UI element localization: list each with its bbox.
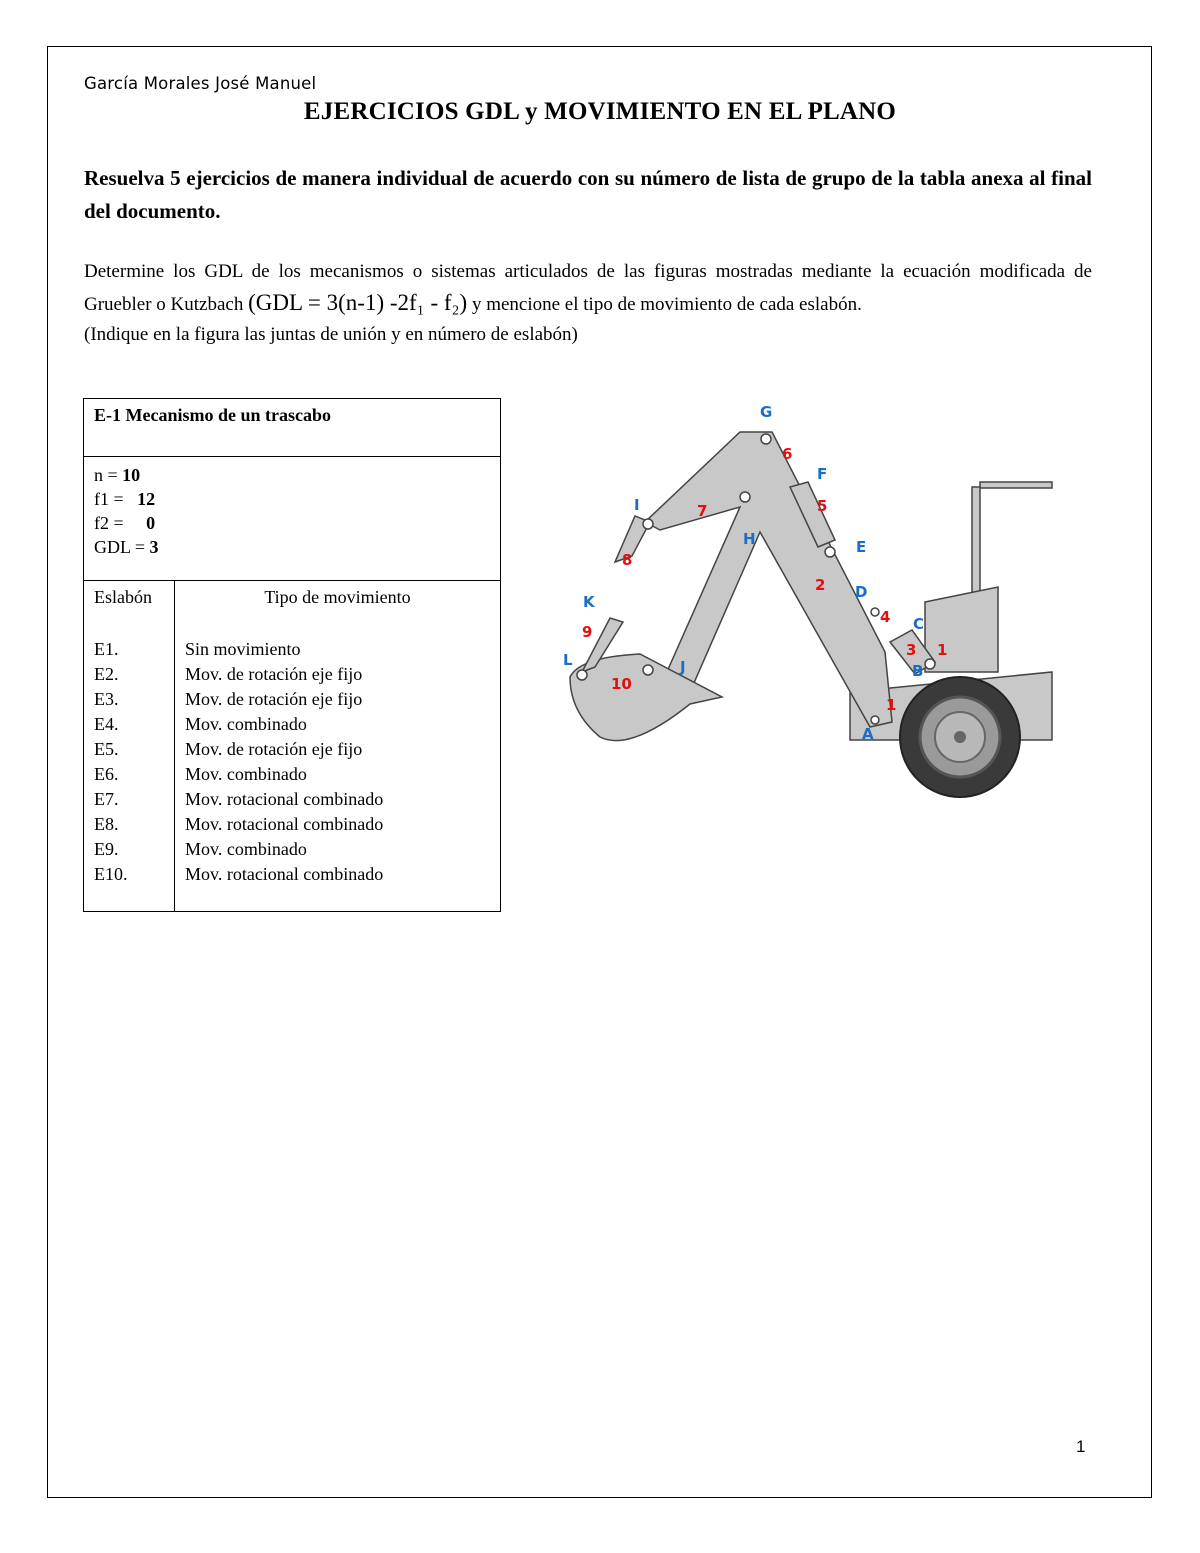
gdl-value: 3: [149, 537, 159, 557]
motion-cell: Mov. combinado: [185, 764, 307, 784]
joint-label: A: [862, 725, 874, 743]
motion-cell: Mov. de rotación eje fijo: [185, 689, 363, 709]
motion-cell: Mov. rotacional combinado: [185, 814, 384, 834]
n-value: 10: [122, 465, 141, 485]
joint-label: I: [634, 496, 640, 514]
page-number: 1: [1076, 1437, 1086, 1456]
canopy-post: [971, 486, 981, 603]
motion-cell: Sin movimiento: [185, 639, 301, 659]
page-title: EJERCICIOS GDL y MOVIMIENTO EN EL PLANO: [303, 98, 897, 125]
link-cell: E3.: [94, 689, 119, 709]
joint-label: C: [913, 615, 924, 633]
joint-label: J: [679, 658, 686, 676]
canopy-roof: [979, 481, 1053, 489]
gdl-row: GDL = 3: [94, 535, 490, 559]
motion-list: Sin movimiento Mov. de rotación eje fijo…: [175, 613, 500, 911]
joint-label: D: [855, 583, 867, 601]
f2-value: 0: [146, 513, 156, 533]
link-cell: E7.: [94, 789, 119, 809]
link-label: 1: [886, 696, 896, 714]
motion-cell: Mov. rotacional combinado: [185, 864, 384, 884]
link-cell: E9.: [94, 839, 119, 859]
wheel: [899, 676, 1021, 798]
exercise-table: E-1 Mecanismo de un trascabo n = 10 f1 =…: [83, 398, 501, 912]
joint-label: E: [856, 538, 866, 556]
joint-label: L: [563, 651, 573, 669]
n-label: n =: [94, 465, 123, 485]
backhoe-mechanism-figure: G F I H E D K C L J B A 6 7 5 8 2 4 9 3 …: [563, 403, 1053, 798]
tractor-cab: [924, 586, 999, 673]
gruebler-formula: (GDL = 3(n-1) -2f₁ - f₂): [248, 290, 468, 315]
link-column-header: Eslabón: [94, 587, 152, 607]
motion-cell: Mov. de rotación eje fijo: [185, 739, 363, 759]
link-cell: E8.: [94, 814, 119, 834]
exercise-title: E-1 Mecanismo de un trascabo: [83, 398, 501, 457]
link-label: 3: [906, 641, 916, 659]
link-cell: E6.: [94, 764, 119, 784]
motion-cell: Mov. de rotación eje fijo: [185, 664, 363, 684]
link-cell: E10.: [94, 864, 128, 884]
link-label: 5: [817, 497, 827, 515]
f1-value: 12: [137, 489, 156, 509]
link-label: 1: [937, 641, 947, 659]
gdl-label: GDL =: [94, 537, 150, 557]
f1-row: f1 = 12: [94, 487, 490, 511]
link-cell: E4.: [94, 714, 119, 734]
link-label: 4: [880, 608, 890, 626]
hydraulic-cylinder-9: [580, 617, 625, 674]
link-label: 8: [622, 551, 632, 569]
link-label: 6: [782, 445, 792, 463]
joint-label: B: [912, 662, 923, 680]
motion-column-header: Tipo de movimiento: [264, 587, 411, 607]
joint-label: K: [583, 593, 596, 611]
motion-column: Tipo de movimiento Sin movimiento Mov. d…: [174, 580, 501, 912]
link-list: E1. E2. E3. E4. E5. E6. E7. E8. E9. E10.: [84, 613, 174, 911]
joint-label: H: [743, 530, 756, 548]
motion-cell: Mov. rotacional combinado: [185, 789, 384, 809]
statement-end: y mencione el tipo de movimiento de cada…: [467, 294, 862, 315]
problem-note: (Indique en la figura las juntas de unió…: [84, 324, 578, 345]
f2-row: f2 = 0: [94, 511, 490, 535]
n-row: n = 10: [94, 463, 490, 487]
joint-label: F: [817, 465, 827, 483]
boom-arm: [643, 431, 893, 728]
statement-text: Determine los GDL de los mecanismos o si…: [84, 261, 1092, 315]
f2-label: f2 =: [94, 513, 129, 533]
link-label: 7: [697, 502, 707, 520]
link-label: 10: [611, 675, 632, 693]
hydraulic-cylinder-5: [788, 481, 837, 548]
link-cell: E5.: [94, 739, 119, 759]
joint-label: G: [760, 403, 772, 421]
exercise-values: n = 10 f1 = 12 f2 = 0 GDL = 3: [83, 456, 501, 581]
motion-cell: Mov. combinado: [185, 839, 307, 859]
f1-label: f1 =: [94, 489, 129, 509]
link-label: 2: [815, 576, 825, 594]
link-label: 9: [582, 623, 592, 641]
motion-cell: Mov. combinado: [185, 714, 307, 734]
page-border: [47, 46, 1152, 1498]
problem-statement: Determine los GDL de los mecanismos o si…: [84, 256, 1092, 320]
link-cell: E2.: [94, 664, 119, 684]
author-name: García Morales José Manuel: [84, 74, 317, 93]
link-cell: E1.: [94, 639, 119, 659]
link-column: Eslabón E1. E2. E3. E4. E5. E6. E7. E8. …: [83, 580, 175, 912]
instructions-text: Resuelva 5 ejercicios de manera individu…: [84, 166, 1092, 223]
